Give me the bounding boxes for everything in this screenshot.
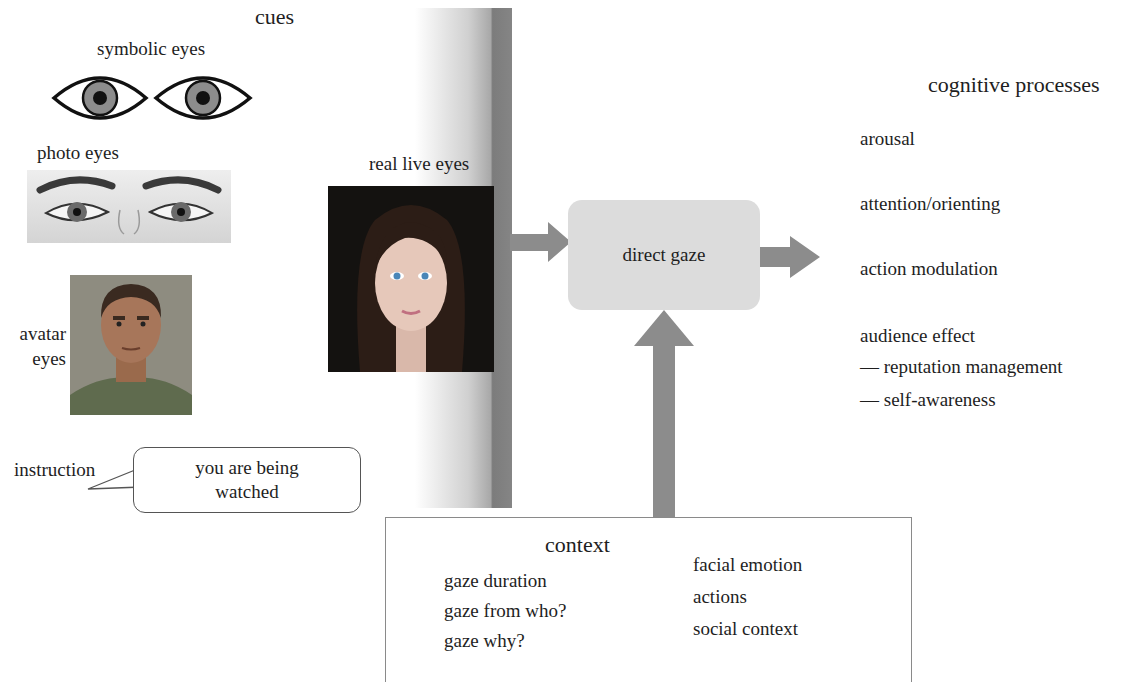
label-text: attention/orienting — [860, 193, 1000, 216]
node-text-wrap: direct gaze — [623, 243, 706, 267]
photo-eyes — [27, 170, 231, 243]
real-face — [328, 186, 494, 372]
label-text: cues — [255, 4, 294, 30]
label-text: instruction — [14, 459, 95, 482]
context-item: gaze from who? — [444, 600, 566, 623]
label-text: cognitive processes — [928, 72, 1100, 98]
label-text: — reputation management — [860, 356, 1063, 379]
context-item: social context — [693, 618, 798, 641]
label-text: avatar eyes — [8, 322, 66, 371]
node-text: direct gaze — [623, 243, 706, 267]
label-text: arousal — [860, 128, 915, 151]
process-box: direct gaze — [568, 200, 760, 310]
label-text: real live eyes — [369, 153, 469, 176]
context-item: gaze duration — [444, 570, 547, 593]
node-text-wrap: you are being watched — [167, 456, 327, 504]
output-arrow — [760, 236, 820, 278]
input-arrow — [510, 222, 571, 262]
context-item: facial emotion — [693, 554, 802, 577]
context-item: gaze why? — [444, 630, 525, 653]
label-text: symbolic eyes — [97, 38, 205, 61]
context-item: actions — [693, 586, 747, 609]
label-text: photo eyes — [37, 142, 119, 165]
speech-bubble: you are being watched — [133, 447, 361, 513]
context-heading: context — [545, 532, 610, 558]
context-box: context gaze duration gaze from who? gaze w… — [385, 517, 912, 682]
symbolic-eyes — [54, 78, 250, 118]
label-text: audience effect — [860, 325, 975, 348]
label-text: — self-awareness — [860, 389, 996, 412]
node-text: you are being watched — [167, 456, 327, 504]
label-text: action modulation — [860, 258, 998, 281]
block-arrow — [634, 310, 694, 517]
avatar-face — [70, 275, 192, 415]
